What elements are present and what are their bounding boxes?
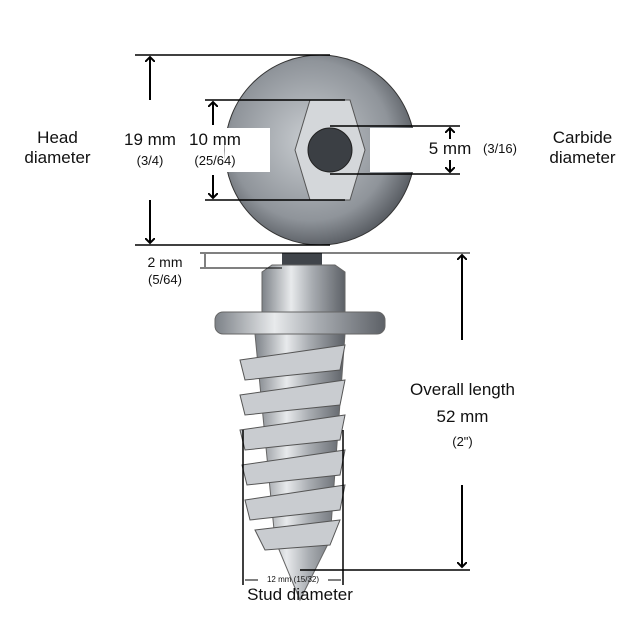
stud-diameter-label: Stud diameter — [247, 585, 353, 604]
head-mm: 19 mm — [124, 130, 176, 149]
carbide-mm: 5 mm — [425, 139, 475, 159]
carbide-label-line2: diameter — [549, 148, 616, 167]
head-label-line2: diameter — [24, 148, 91, 167]
hex-in: (25/64) — [194, 153, 236, 168]
head-diameter-label: Head diameter — [20, 128, 95, 168]
overall-length-label: Overall length — [410, 380, 515, 399]
hex-mm: 10 mm — [189, 130, 241, 149]
carbide-label-line1: Carbide — [552, 128, 613, 147]
stud-side-view — [214, 253, 386, 602]
head-top-view — [224, 54, 420, 246]
overall-mm: 52 mm — [436, 407, 489, 426]
stud-diameter-dim: 12 mm (15/32) — [266, 575, 320, 584]
protrusion-in: (5/64) — [148, 272, 182, 287]
head-in: (3/4) — [136, 153, 164, 168]
overall-in: (2") — [452, 434, 473, 449]
dimension-lines — [135, 54, 470, 585]
carbide-in: (3/16) — [483, 141, 517, 156]
protrusion-mm: 2 mm — [147, 254, 183, 270]
head-label-line1: Head — [37, 128, 78, 147]
carbide-diameter-label: Carbide diameter — [540, 128, 625, 168]
